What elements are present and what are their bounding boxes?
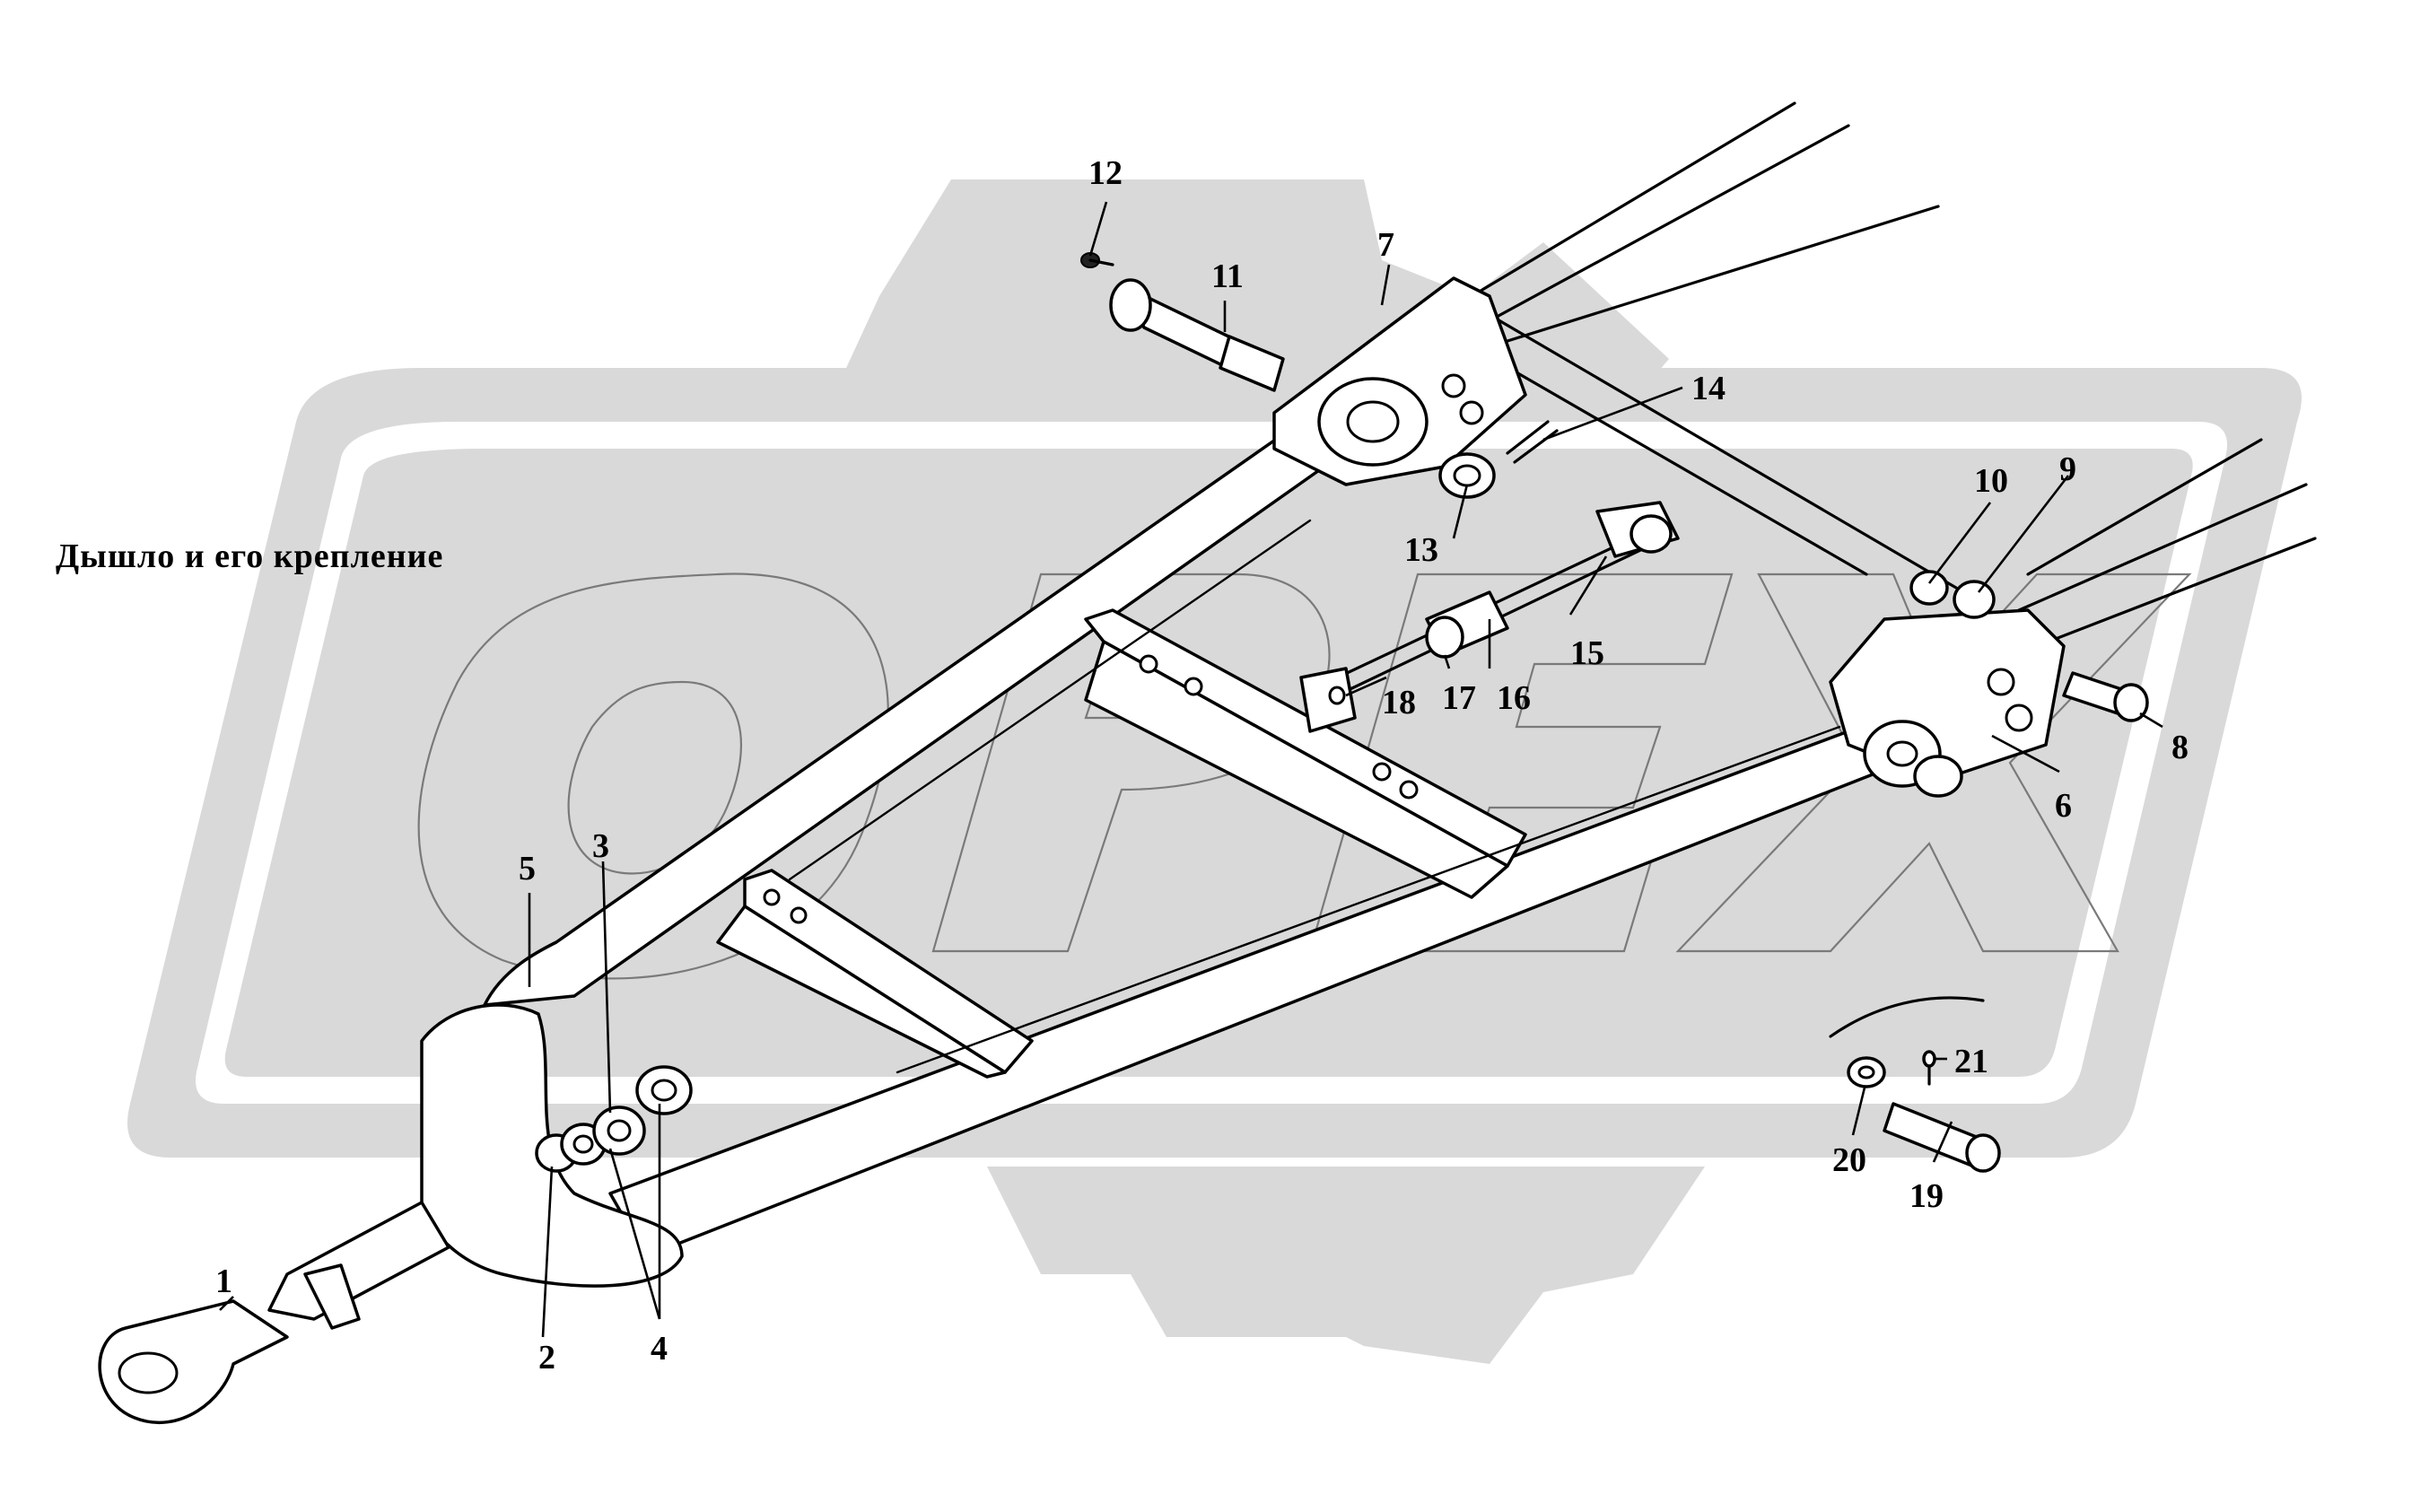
left-bracket xyxy=(1272,276,1527,499)
cotter-14 xyxy=(1506,420,1559,464)
callout-14: 14 xyxy=(1691,370,1726,407)
callout-18: 18 xyxy=(1382,684,1416,721)
diagram-caption: Дышло и его крепление xyxy=(56,538,444,575)
leader-lines xyxy=(219,201,2163,1338)
callout-labels: 1 2 3 4 5 6 7 8 9 10 11 12 13 14 15 16 1… xyxy=(215,154,2189,1377)
bolt-group-3-4 xyxy=(535,1065,693,1173)
callout-16: 16 xyxy=(1497,679,1531,717)
towing-eye xyxy=(98,1201,450,1424)
callout-1: 1 xyxy=(215,1263,232,1300)
callout-2: 2 xyxy=(538,1339,555,1377)
callout-3: 3 xyxy=(592,827,609,865)
right-bracket xyxy=(1829,608,2066,798)
callout-9: 9 xyxy=(2059,450,2076,488)
frame-rails xyxy=(1425,101,2317,648)
callout-10: 10 xyxy=(1974,462,2008,500)
callout-7: 7 xyxy=(1377,226,1394,264)
callout-5: 5 xyxy=(519,850,536,887)
spring-strut xyxy=(1299,501,1680,733)
callout-12: 12 xyxy=(1088,154,1123,192)
callout-4: 4 xyxy=(651,1330,668,1368)
callout-8: 8 xyxy=(2171,729,2189,766)
callout-6: 6 xyxy=(2055,787,2072,825)
callout-13: 13 xyxy=(1404,531,1438,569)
callout-15: 15 xyxy=(1570,634,1604,672)
bolt-8 xyxy=(2062,671,2149,722)
callout-21: 21 xyxy=(1954,1043,1988,1080)
callout-17: 17 xyxy=(1442,679,1476,717)
callout-19: 19 xyxy=(1909,1177,1944,1215)
callout-20: 20 xyxy=(1832,1141,1866,1179)
detail-19-20-21 xyxy=(1829,996,2001,1173)
drawbar-frame xyxy=(420,420,1904,1288)
callout-11: 11 xyxy=(1211,258,1244,295)
nuts-9-10 xyxy=(1909,570,1996,619)
pin-11 xyxy=(1109,278,1285,392)
